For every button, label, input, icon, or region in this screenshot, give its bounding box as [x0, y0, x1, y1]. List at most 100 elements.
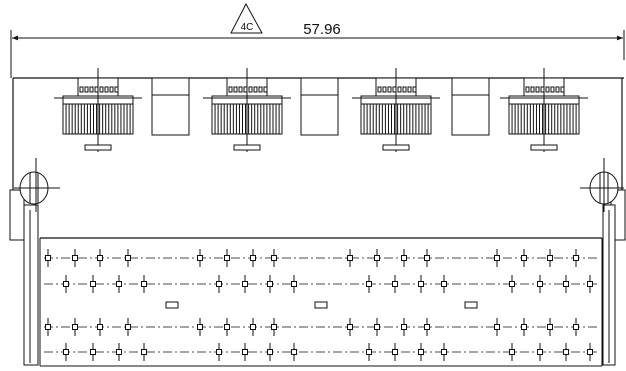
pin-row	[44, 275, 598, 293]
pin	[250, 324, 256, 330]
cap-tooth	[258, 86, 263, 93]
pin	[521, 324, 527, 330]
pin	[563, 281, 569, 287]
pin	[509, 281, 515, 287]
pin	[392, 281, 398, 287]
screw-head	[54, 68, 142, 152]
dimension-value: 57.96	[303, 21, 341, 38]
pin	[97, 255, 103, 261]
overall-width-dimension: 57.96	[10, 21, 625, 78]
cap-tooth	[550, 86, 555, 93]
pin	[271, 324, 277, 330]
cap-tooth	[407, 86, 412, 93]
screw-foot	[530, 144, 558, 151]
cap-tooth	[89, 86, 94, 93]
pin	[216, 349, 222, 355]
screw-foot	[382, 144, 410, 151]
cap-tooth	[530, 86, 535, 93]
pin	[401, 255, 407, 261]
spacer-blocks	[151, 77, 490, 136]
pin	[509, 349, 515, 355]
pin	[45, 324, 51, 330]
pin	[537, 281, 543, 287]
cap-tooth	[560, 86, 565, 93]
pin	[374, 324, 380, 330]
pin	[242, 349, 248, 355]
pin	[418, 281, 424, 287]
screw-head	[203, 68, 291, 152]
pin	[267, 281, 273, 287]
pin	[141, 349, 147, 355]
cap-tooth	[397, 86, 402, 93]
screw-foot	[84, 144, 112, 151]
pin	[267, 349, 273, 355]
pin	[291, 281, 297, 287]
pin	[90, 349, 96, 355]
pin-row	[44, 249, 598, 267]
pin	[587, 349, 593, 355]
pin	[271, 255, 277, 261]
slot	[314, 301, 328, 309]
pin	[63, 281, 69, 287]
pin	[72, 324, 78, 330]
pin	[547, 324, 553, 330]
cap-tooth	[412, 86, 417, 93]
pin	[116, 281, 122, 287]
pin-row	[44, 318, 598, 336]
pin	[521, 255, 527, 261]
pin	[424, 324, 430, 330]
slot	[464, 301, 478, 309]
pin-row	[44, 343, 598, 361]
pin	[374, 255, 380, 261]
cap-tooth	[104, 86, 109, 93]
pin	[242, 281, 248, 287]
pin	[418, 349, 424, 355]
pin	[125, 255, 131, 261]
cap-tooth	[545, 86, 550, 93]
pin	[441, 349, 447, 355]
pin	[90, 281, 96, 287]
cap-tooth	[114, 86, 119, 93]
pin	[216, 281, 222, 287]
pin	[537, 349, 543, 355]
cap-tooth	[555, 86, 560, 93]
cap-tooth	[99, 86, 104, 93]
pin	[347, 324, 353, 330]
pin	[366, 281, 372, 287]
spacer-block	[451, 77, 490, 136]
pin	[250, 255, 256, 261]
pin-rows	[44, 249, 598, 361]
cap-tooth	[263, 86, 268, 93]
revision-tag-label: 4C	[241, 22, 254, 33]
cap-tooth	[228, 86, 233, 93]
screw-head	[500, 68, 588, 152]
pin	[224, 324, 230, 330]
pin	[547, 255, 553, 261]
pin	[347, 255, 353, 261]
cap-tooth	[253, 86, 258, 93]
cap-tooth	[382, 86, 387, 93]
pin	[45, 255, 51, 261]
pin	[291, 349, 297, 355]
cap-tooth	[109, 86, 114, 93]
pin	[197, 255, 203, 261]
pin	[573, 324, 579, 330]
pin	[563, 349, 569, 355]
cap-tooth	[84, 86, 89, 93]
pin	[441, 281, 447, 287]
spacer-block	[300, 77, 339, 136]
pin	[494, 255, 500, 261]
slot	[165, 301, 179, 309]
cap-tooth	[238, 86, 243, 93]
spacer-block	[151, 77, 190, 136]
cap-tooth	[525, 86, 530, 93]
revision-tag: 4C	[230, 2, 263, 34]
pin	[401, 324, 407, 330]
revision-triangle	[230, 2, 263, 34]
cap-tooth	[377, 86, 382, 93]
pin	[392, 349, 398, 355]
pin	[63, 349, 69, 355]
pin	[125, 324, 131, 330]
